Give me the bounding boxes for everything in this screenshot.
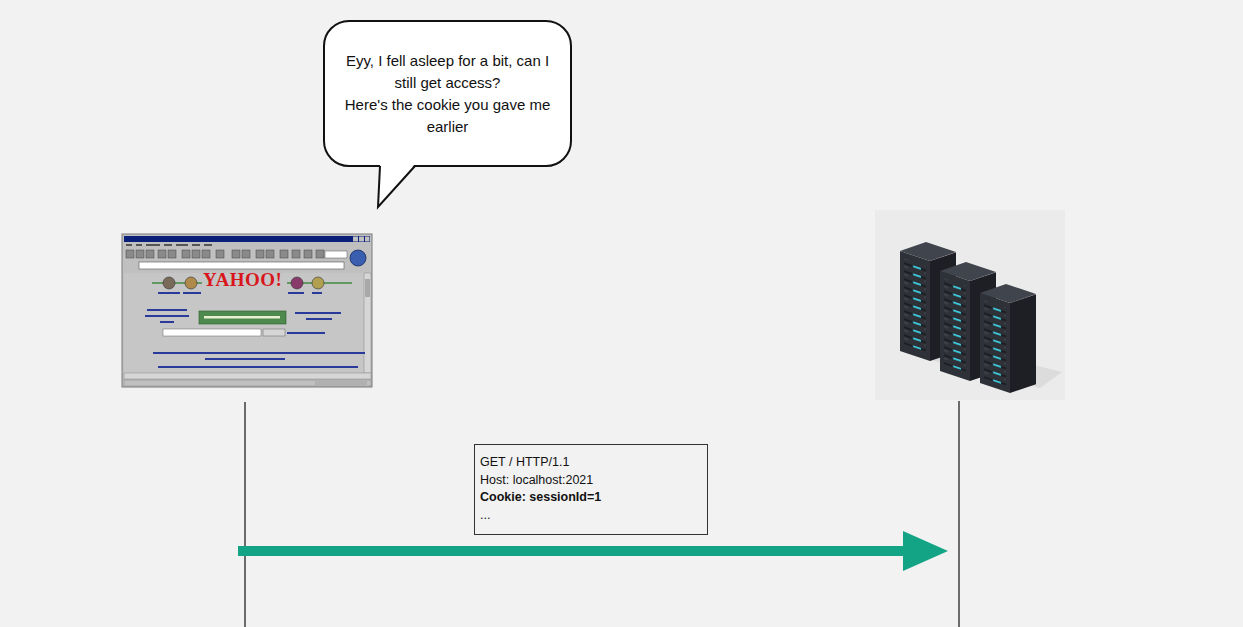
request-line: Host: localhost:2021 [480, 472, 701, 490]
speech-text: Eyy, I fell asleep for a bit, can I stil… [337, 50, 559, 94]
browser-screenshot [122, 234, 372, 387]
request-line: GET / HTTP/1.1 [480, 454, 701, 472]
server-racks [875, 210, 1065, 400]
http-request-box: GET / HTTP/1.1Host: localhost:2021Cookie… [474, 444, 708, 535]
speech-bubble: Eyy, I fell asleep for a bit, can I stil… [323, 20, 572, 167]
bubble-tail [377, 165, 419, 211]
request-arrow [238, 531, 948, 571]
speech-text: Here's the cookie you gave me earlier [337, 94, 559, 138]
bubble-tail-fill [378, 164, 415, 207]
lifeline [244, 402, 245, 627]
request-line: ... [480, 507, 701, 525]
lifeline [958, 401, 959, 627]
request-line: Cookie: sessionId=1 [480, 489, 701, 507]
bubble-tail-outline [378, 166, 415, 207]
site-logo-text: YAHOO! [203, 270, 282, 290]
